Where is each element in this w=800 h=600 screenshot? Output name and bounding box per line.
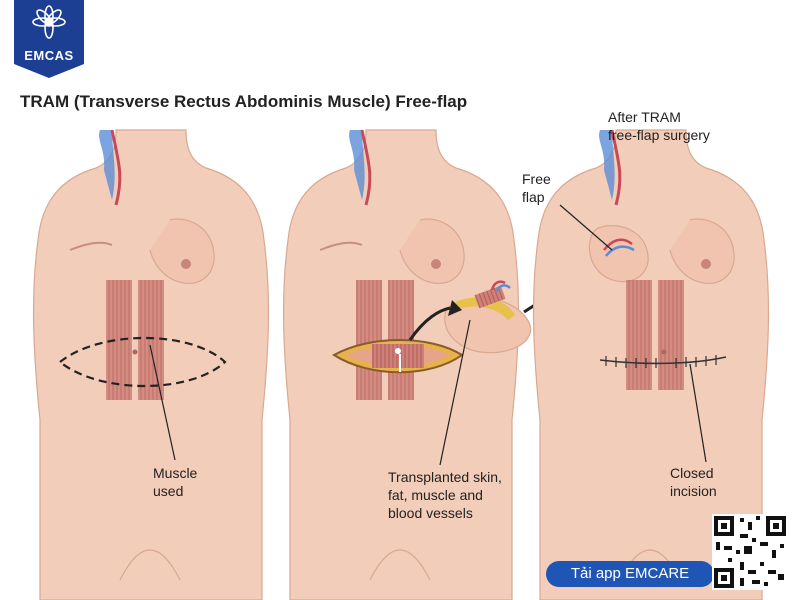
torso-after [532,129,770,600]
emcas-logo: EMCAS [14,0,84,78]
torso-during [282,129,532,600]
brand-name: EMCAS [24,48,74,63]
diagram-title: TRAM (Transverse Rectus Abdominis Muscle… [20,92,468,111]
app-promo-banner[interactable]: Tải app EMCARE [546,561,714,587]
qr-code-icon [712,514,788,590]
flower-logo-icon [32,5,66,39]
torso-before [32,129,270,600]
